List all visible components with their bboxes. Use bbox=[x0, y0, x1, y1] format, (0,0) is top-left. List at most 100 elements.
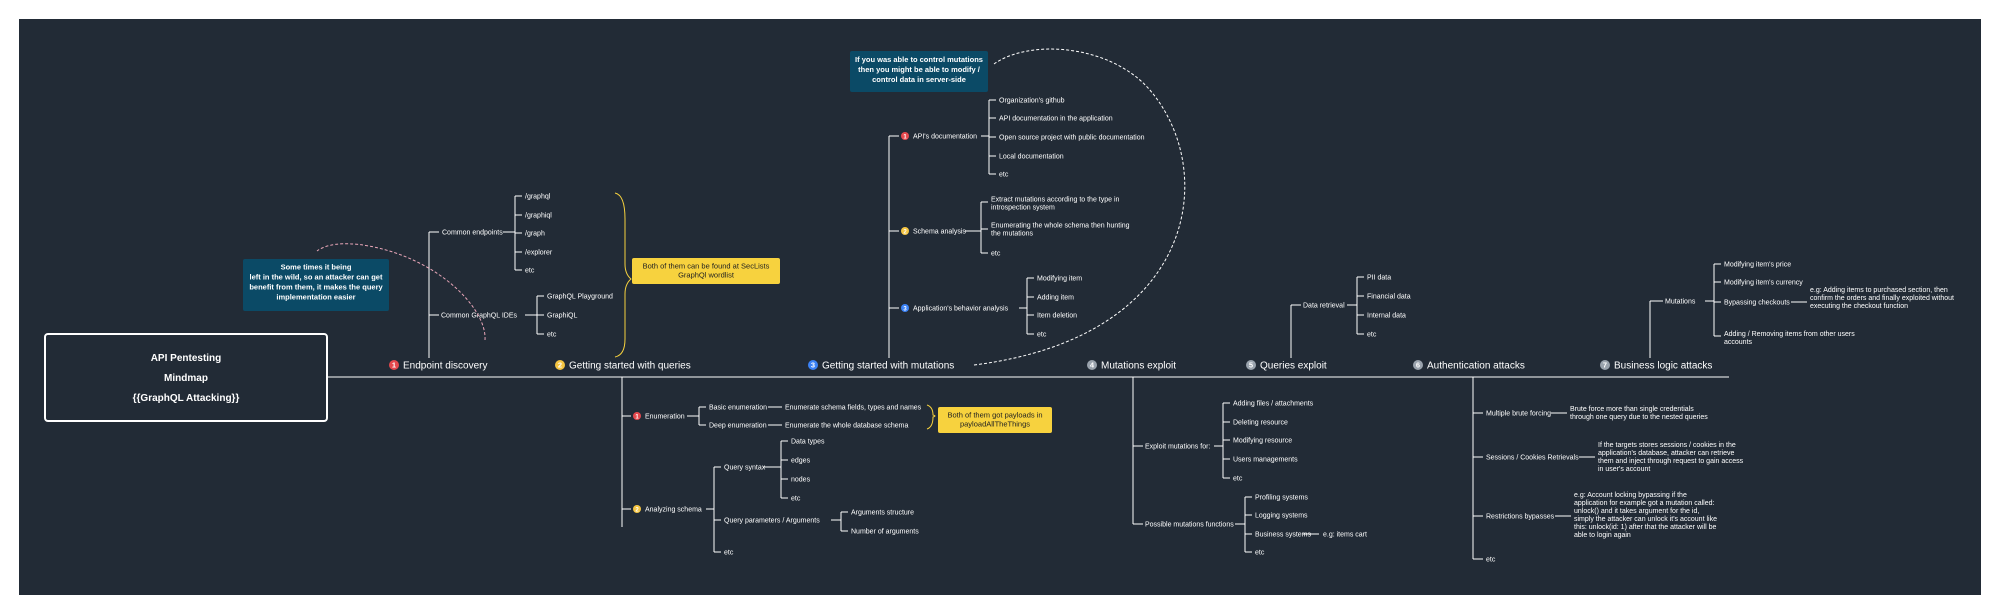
branch-badge-6-digit: 6 bbox=[1416, 361, 1420, 370]
group-data-retrieval: Data retrieval bbox=[1303, 303, 1345, 310]
payload-note-text: payloadAllTheThings bbox=[960, 420, 1030, 429]
branch-label-4: Mutations exploit bbox=[1101, 361, 1176, 372]
query-syntax-leaf: Data types bbox=[791, 439, 825, 446]
branch-badge-7 bbox=[1600, 360, 1610, 370]
branch-badge-4 bbox=[1087, 360, 1097, 370]
query-syntax-leaf: edges bbox=[791, 458, 811, 465]
mutation-callout-text: If you was able to control mutations bbox=[855, 55, 983, 64]
enum-child-label: Basic enumeration bbox=[709, 405, 767, 412]
restrictions-desc: simply the attacker can unlock it's acco… bbox=[1574, 516, 1717, 523]
mutation-group-badge-digit: 1 bbox=[903, 135, 907, 141]
schema-analysis-leaf: Enumerating the whole schema then huntin… bbox=[991, 223, 1130, 230]
exploit-mutations-leaf: Deleting resource bbox=[1233, 420, 1288, 427]
group-behavior-analysis: Application's behavior analysis bbox=[913, 306, 1009, 313]
seclists-note bbox=[632, 258, 780, 284]
group-schema-analysis: Schema analysis bbox=[913, 229, 966, 236]
group-possible-functions: Possible mutations functions bbox=[1145, 522, 1234, 529]
business-leaf: Modifying item's price bbox=[1724, 262, 1791, 269]
group-business-mutations: Mutations bbox=[1665, 299, 1696, 306]
behavior-leaf: Adding item bbox=[1037, 295, 1074, 302]
items-cart-leaf: e.g: items cart bbox=[1323, 532, 1367, 539]
branch-label-2: Getting started with queries bbox=[569, 361, 691, 372]
business-leaf: accounts bbox=[1724, 339, 1753, 346]
query-params-leaf: Number of arguments bbox=[851, 529, 919, 536]
root-title: Mindmap bbox=[164, 373, 208, 384]
mutation-callout-text: control data in server-side bbox=[872, 75, 966, 84]
leaf-endpoint: /explorer bbox=[525, 250, 553, 257]
possible-functions-leaf: Business systems bbox=[1255, 532, 1312, 539]
api-docs-leaf: Open source project with public document… bbox=[999, 135, 1145, 142]
analyzing-etc: etc bbox=[724, 550, 734, 557]
wild-callout-text: Some times it being bbox=[281, 263, 352, 272]
schema-analysis-leaf: Extract mutations according to the type … bbox=[991, 197, 1120, 204]
restrictions-desc: able to login again bbox=[1574, 532, 1631, 539]
branch-label-1: Endpoint discovery bbox=[403, 361, 488, 372]
behavior-leaf: Modifying item bbox=[1037, 276, 1082, 283]
business-leaf: Bypassing checkouts bbox=[1724, 300, 1790, 307]
sessions-desc: application's database, attacker can ret… bbox=[1598, 450, 1734, 457]
mutation-group-badge bbox=[901, 132, 909, 140]
mutation-group-badge-digit: 3 bbox=[903, 307, 907, 313]
restrictions-desc: e.g: Account locking bypassing if the bbox=[1574, 492, 1687, 499]
leaf-endpoint: /graph bbox=[525, 231, 545, 238]
exploit-mutations-leaf: Adding files / attachments bbox=[1233, 401, 1314, 408]
branch-badge-2 bbox=[555, 360, 565, 370]
api-docs-leaf: etc bbox=[999, 172, 1009, 179]
mutation-callout-text: then you might be able to modify / bbox=[858, 65, 981, 74]
leaf-ide: etc bbox=[547, 332, 557, 339]
seclists-note-text: Both of them can be found at SecLists bbox=[643, 262, 770, 271]
data-retrieval-leaf: PII data bbox=[1367, 275, 1391, 282]
enum-child-leaf: Enumerate schema fields, types and names bbox=[785, 405, 922, 412]
query-params-leaf: Arguments structure bbox=[851, 510, 914, 517]
checkout-desc: confirm the orders and finally exploited… bbox=[1810, 295, 1954, 302]
api-docs-leaf: Local documentation bbox=[999, 154, 1064, 161]
enumeration-badge-digit: 1 bbox=[635, 415, 639, 421]
data-retrieval-leaf: etc bbox=[1367, 332, 1377, 339]
data-retrieval-leaf: Financial data bbox=[1367, 294, 1411, 301]
exploit-mutations-leaf: Users managements bbox=[1233, 457, 1298, 464]
sessions-desc: them and inject through request to gain … bbox=[1598, 458, 1744, 465]
checkout-desc: executing the checkout function bbox=[1810, 303, 1908, 310]
wild-callout-text: left in the wild, so an attacker can get bbox=[250, 273, 383, 282]
business-leaf: Adding / Removing items from other users bbox=[1724, 331, 1855, 338]
branch-badge-3 bbox=[808, 360, 818, 370]
branch-badge-6 bbox=[1413, 360, 1423, 370]
mutation-callout bbox=[850, 51, 988, 92]
behavior-leaf: Item deletion bbox=[1037, 313, 1077, 320]
query-syntax-leaf: nodes bbox=[791, 477, 811, 484]
wild-callout bbox=[243, 259, 389, 311]
leaf-endpoint: /graphiql bbox=[525, 213, 552, 220]
enum-child-leaf: Enumerate the whole database schema bbox=[785, 423, 908, 430]
auth-group-label: etc bbox=[1486, 557, 1496, 564]
mutation-group-badge bbox=[901, 227, 909, 235]
brute-desc: Brute force more than single credentials bbox=[1570, 406, 1694, 413]
seclists-note-text: GraphQl wordlist bbox=[678, 271, 735, 280]
analyzing-badge-digit: 2 bbox=[635, 508, 639, 514]
payload-brace bbox=[926, 404, 936, 430]
exploit-mutations-leaf: etc bbox=[1233, 476, 1243, 483]
branch-badge-1-digit: 1 bbox=[392, 361, 396, 370]
restrictions-desc: application for example got a mutation c… bbox=[1574, 500, 1715, 507]
auth-group-label: Restrictions bypasses bbox=[1486, 514, 1555, 521]
restrictions-desc: unlock() and it takes argument for the i… bbox=[1574, 508, 1699, 515]
brute-desc: through one query due to the nested quer… bbox=[1570, 414, 1708, 421]
restrictions-desc: this: unlock(id: 1) after that the attac… bbox=[1574, 524, 1717, 531]
root-title: API Pentesting bbox=[151, 353, 222, 364]
api-docs-leaf: API documentation in the application bbox=[999, 116, 1113, 123]
note-brace bbox=[614, 192, 632, 358]
branch-label-7: Business logic attacks bbox=[1614, 361, 1712, 372]
behavior-leaf: etc bbox=[1037, 332, 1047, 339]
wild-callout-text: implementation easier bbox=[276, 293, 355, 302]
possible-functions-leaf: Logging systems bbox=[1255, 513, 1308, 520]
possible-functions-leaf: Profiling systems bbox=[1255, 495, 1308, 502]
business-leaf: Modifying item's currency bbox=[1724, 280, 1803, 287]
enumeration-badge bbox=[633, 412, 641, 420]
branch-label-3: Getting started with mutations bbox=[822, 361, 954, 372]
enum-child-label: Deep enumeration bbox=[709, 423, 767, 430]
leaf-endpoint: /graphql bbox=[525, 194, 551, 201]
checkout-desc: e.g: Adding items to purchased section, … bbox=[1810, 287, 1948, 294]
branch-badge-3-digit: 3 bbox=[811, 361, 815, 370]
schema-analysis-leaf: the mutations bbox=[991, 231, 1034, 238]
